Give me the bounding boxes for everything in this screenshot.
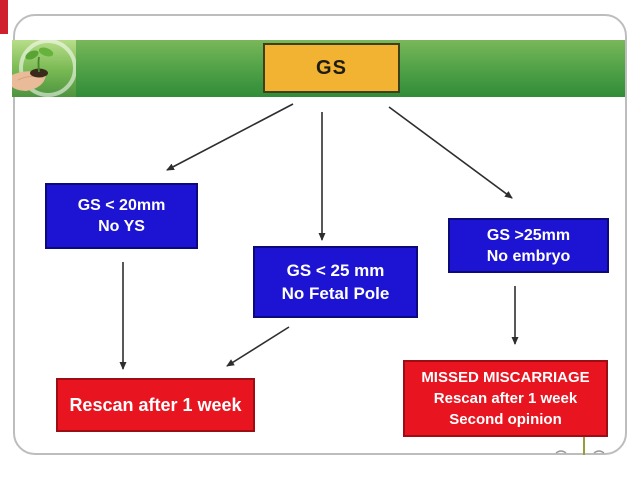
node-text-line: Rescan after 1 week: [433, 390, 578, 407]
plant-stem-decoration: [583, 437, 585, 455]
node-text-line: No Fetal Pole: [281, 284, 390, 303]
hand-holding-seedling-icon: [12, 40, 76, 97]
node-text-line: GS >25mm: [486, 226, 571, 244]
flow-node-gs-under-25mm: GS < 25 mm No Fetal Pole: [253, 246, 418, 318]
node-text-line: Rescan after 1 week: [69, 394, 242, 415]
flow-node-gs-over-25mm: GS >25mm No embryo: [448, 218, 609, 273]
node-text-line: GS < 20mm: [77, 197, 166, 214]
node-text-line: MISSED MISCARRIAGE: [421, 369, 590, 386]
flow-node-gs-under-20mm: GS < 20mm No YS: [45, 183, 198, 249]
flow-node-gs-label: GS: [316, 56, 347, 79]
node-text-line: No YS: [98, 218, 145, 235]
node-text-line: GS < 25 mm: [286, 261, 385, 280]
flow-node-rescan: Rescan after 1 week: [56, 378, 255, 432]
plant-leaves-decoration: [555, 450, 605, 454]
node-text-line: Second opinion: [449, 411, 562, 428]
node-text-line: No embryo: [486, 247, 571, 265]
accent-red-strip: [0, 0, 8, 34]
flow-node-missed-miscarriage: MISSED MISCARRIAGE Rescan after 1 week S…: [403, 360, 608, 437]
flow-node-gs-root: GS: [263, 43, 400, 93]
